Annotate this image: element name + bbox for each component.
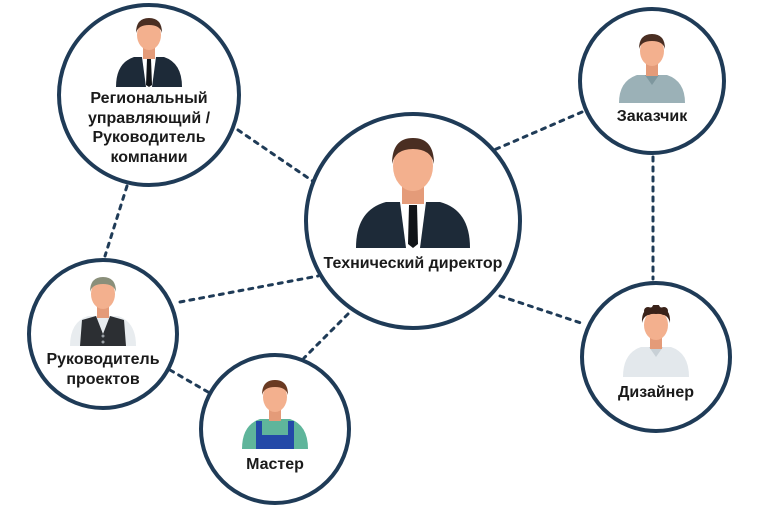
man-vest-icon — [70, 277, 136, 346]
node-project-manager: Руководитель проектов — [27, 258, 179, 410]
connector-regional-tech — [236, 128, 316, 184]
node-regional-manager: Региональный управляющий / Руководитель … — [57, 3, 241, 187]
worker-overalls-icon — [242, 380, 308, 449]
connector-regional-pm — [103, 184, 129, 258]
node-label: Руководитель проектов — [46, 351, 160, 388]
connector-pm-master — [168, 368, 210, 394]
node-label: Мастер — [246, 456, 304, 473]
connector-pm-tech — [178, 274, 320, 304]
connector-client-tech — [492, 110, 584, 152]
node-label: Региональный управляющий / Руководитель … — [87, 90, 211, 166]
node-technical-director: Технический директор — [304, 112, 522, 330]
node-client: Заказчик — [578, 7, 726, 155]
man-casual-shirt-icon — [619, 34, 685, 103]
connector-tech-designer — [498, 294, 586, 326]
node-label: Дизайнер — [617, 384, 695, 401]
node-label: Технический директор — [323, 255, 503, 272]
node-label: Заказчик — [616, 108, 688, 125]
man-white-shirt-icon — [623, 305, 689, 377]
connector-tech-master — [302, 312, 350, 360]
businessman-dark-suit-icon — [356, 138, 470, 248]
businessman-dark-suit-icon — [116, 18, 182, 87]
node-master: Мастер — [199, 353, 351, 505]
node-designer: Дизайнер — [580, 281, 732, 433]
